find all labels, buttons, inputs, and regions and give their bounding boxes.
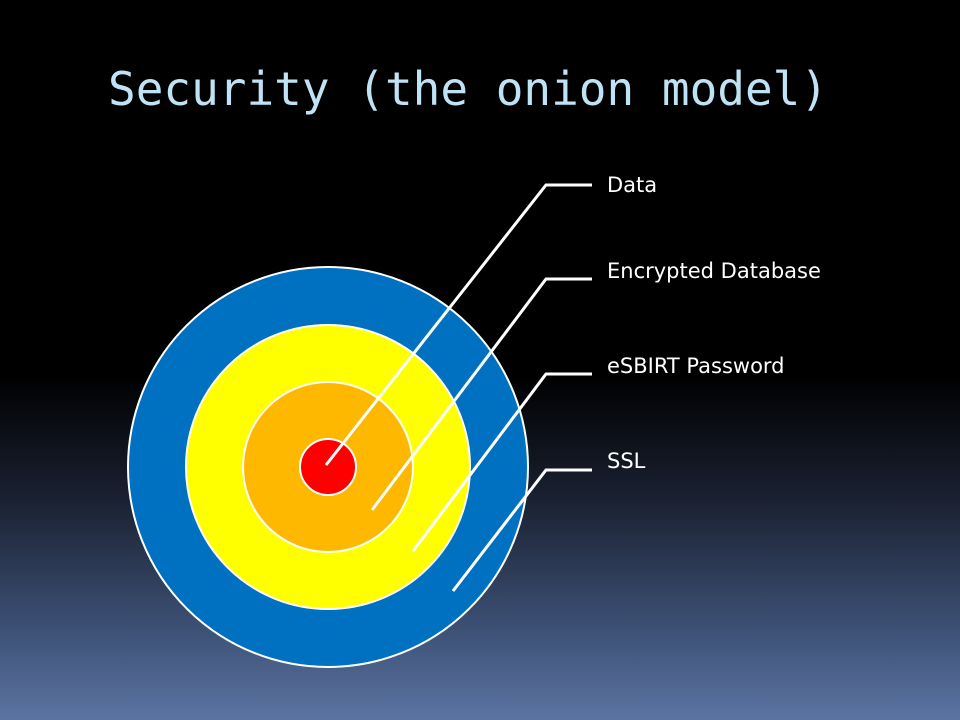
slide-title: Security (the onion model) — [108, 62, 829, 116]
label-data: Data — [607, 173, 657, 197]
label-ssl: SSL — [607, 449, 646, 473]
label-encrypted-database: Encrypted Database — [607, 259, 821, 283]
label-esbirt-password: eSBIRT Password — [607, 354, 785, 378]
leader-line-data — [324, 183, 592, 466]
core-data — [299, 438, 357, 496]
leader-line-encrypted-database — [370, 277, 592, 511]
leader-line-ssl — [451, 468, 592, 592]
leader-line-esbirt-password — [411, 372, 592, 552]
